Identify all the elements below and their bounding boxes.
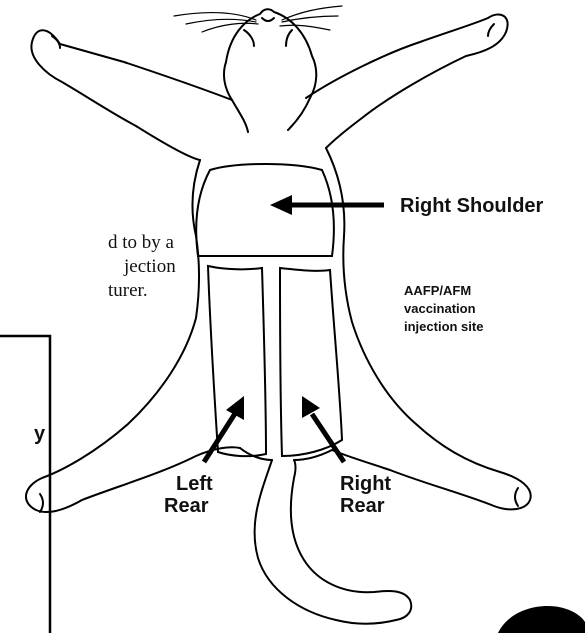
cat-whiskers <box>174 6 342 32</box>
label-right-rear-line-2: Rear <box>340 495 385 517</box>
site-note-line-3: injection site <box>404 319 483 334</box>
site-note-line-1: AAFP/AFM <box>404 283 471 298</box>
left-text-line-3: turer. <box>108 280 148 301</box>
cat-nose <box>262 18 274 21</box>
injection-regions <box>196 164 342 456</box>
label-right-rear-line-1: Right <box>340 473 391 495</box>
side-box-border <box>0 336 50 633</box>
left-text-line-2: jection <box>123 256 176 277</box>
label-left-rear-line-1: Left <box>176 473 213 495</box>
corner-shape <box>498 606 585 633</box>
right-shoulder-arrow-head <box>270 195 292 215</box>
cat-left-hind-toe <box>40 494 43 512</box>
label-right-shoulder: Right Shoulder <box>400 195 544 217</box>
left-rear-region <box>208 266 266 456</box>
cat-right-paw-toe <box>488 24 494 36</box>
cat-eye-left <box>244 30 254 46</box>
right-shoulder-region <box>196 164 334 256</box>
cat-head-left-outline <box>224 62 248 132</box>
cat-left-front-leg <box>31 30 232 160</box>
label-left-rear-line-2: Rear <box>164 495 209 517</box>
cat-right-front-leg <box>306 14 508 148</box>
right-rear-region <box>280 268 342 456</box>
cat-right-hind-toe <box>515 488 518 506</box>
arrows <box>204 195 384 462</box>
site-note-line-2: vaccination <box>404 301 476 316</box>
right-rear-arrow-shaft <box>312 414 344 462</box>
left-text-line-1: d to by a <box>108 232 175 253</box>
cat-hip-left-inner <box>240 448 272 460</box>
side-box-text-fragment: y <box>34 423 46 445</box>
cat-eye-right <box>286 30 292 46</box>
